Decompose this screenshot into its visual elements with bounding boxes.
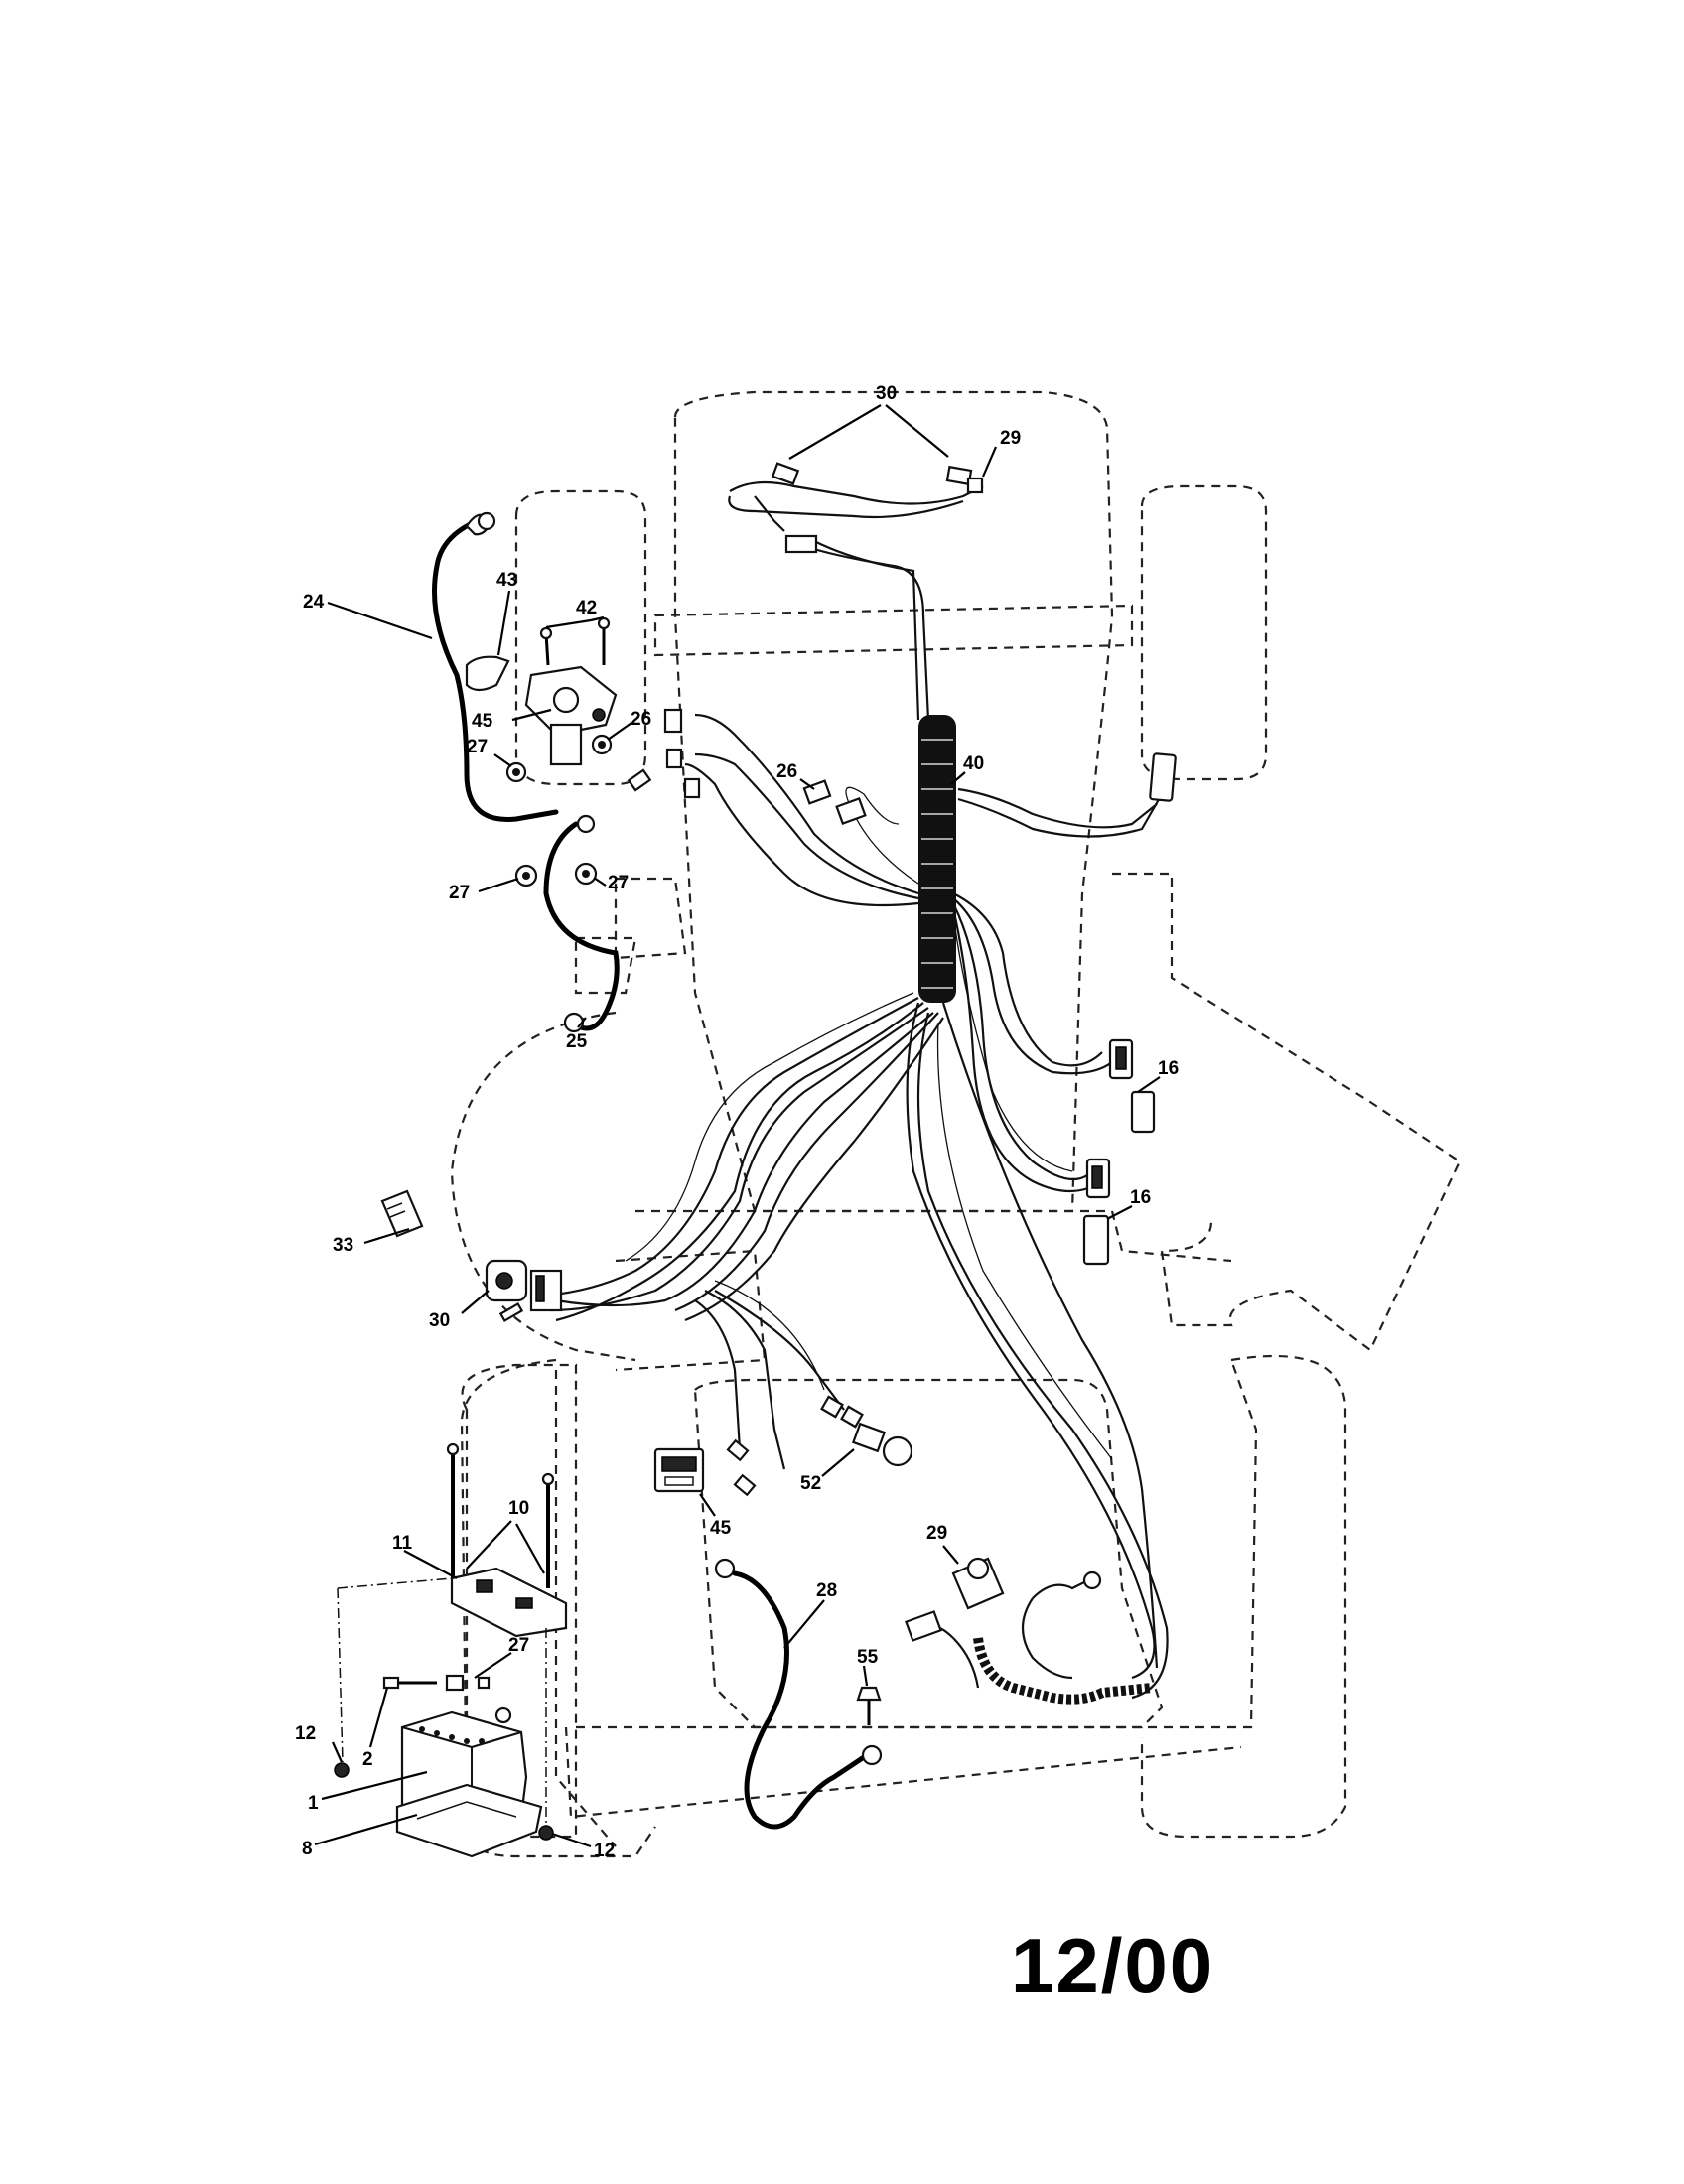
key-33 (380, 1189, 424, 1238)
callout-1: 1 (308, 1793, 319, 1814)
harness-loom (918, 715, 956, 1003)
right-harness-branches (684, 713, 1163, 1192)
bolt-55 (856, 1686, 882, 1725)
callout-25: 25 (566, 1031, 588, 1052)
callout-24: 24 (303, 592, 325, 613)
callout-labels: 30 29 24 43 42 45 26 27 27 27 25 26 40 1… (295, 383, 1179, 1861)
cable-25 (543, 814, 620, 1033)
callout-8: 8 (302, 1839, 313, 1859)
battery-assembly (334, 1442, 568, 1858)
callout-27-upper-right: 26 (631, 709, 651, 730)
callout-55: 55 (857, 1647, 879, 1668)
solenoid-assembly (465, 616, 618, 766)
headlight-harness (728, 462, 984, 721)
callout-52: 52 (800, 1473, 821, 1494)
right-front-connector (1149, 752, 1177, 802)
callout-27-upper-left: 27 (467, 737, 488, 757)
callout-10: 10 (508, 1498, 529, 1519)
cable-28 (714, 1558, 883, 1830)
callout-16-lower: 16 (1130, 1187, 1151, 1208)
callout-42: 43 (496, 570, 517, 591)
connector-16-upper (1108, 1038, 1156, 1134)
callout-30: 30 (429, 1310, 450, 1331)
callout-43: 45 (472, 711, 493, 732)
callout-28: 28 (816, 1580, 837, 1601)
callout-12-right: 12 (594, 1841, 615, 1861)
leader-lines (314, 404, 1161, 1848)
callout-12-left: 12 (295, 1723, 316, 1744)
callout-26: 26 (776, 761, 797, 782)
wire-bundle (545, 992, 1169, 1700)
upper-terminals (627, 708, 701, 799)
date-code: 12/00 (1011, 1922, 1215, 2009)
callout-27-lower-left: 27 (449, 883, 470, 903)
lamp-52 (851, 1422, 913, 1467)
rear-harness (905, 1570, 1153, 1705)
hour-meter-45 (653, 1447, 705, 1493)
ignition-switch (485, 1259, 563, 1322)
callout-16-upper: 16 (1158, 1058, 1179, 1079)
callout-22: 30 (876, 383, 897, 404)
callout-29: 29 (926, 1523, 947, 1544)
chassis-outline (450, 390, 1462, 1858)
rear-terminals (726, 1395, 864, 1497)
callout-21: 29 (1000, 428, 1021, 449)
connector-16-lower (1082, 1158, 1111, 1266)
callout-2: 2 (362, 1749, 373, 1770)
switch-29 (951, 1557, 1005, 1610)
callout-11: 11 (392, 1533, 413, 1554)
callout-27-lower-right: 27 (608, 873, 629, 893)
callout-27-battery: 27 (508, 1635, 529, 1656)
callout-41: 42 (576, 598, 597, 618)
callout-33: 33 (333, 1235, 353, 1256)
nuts-27 (505, 734, 613, 887)
cable-24 (432, 511, 559, 822)
callout-45: 45 (710, 1518, 732, 1539)
callout-40: 40 (963, 753, 984, 774)
